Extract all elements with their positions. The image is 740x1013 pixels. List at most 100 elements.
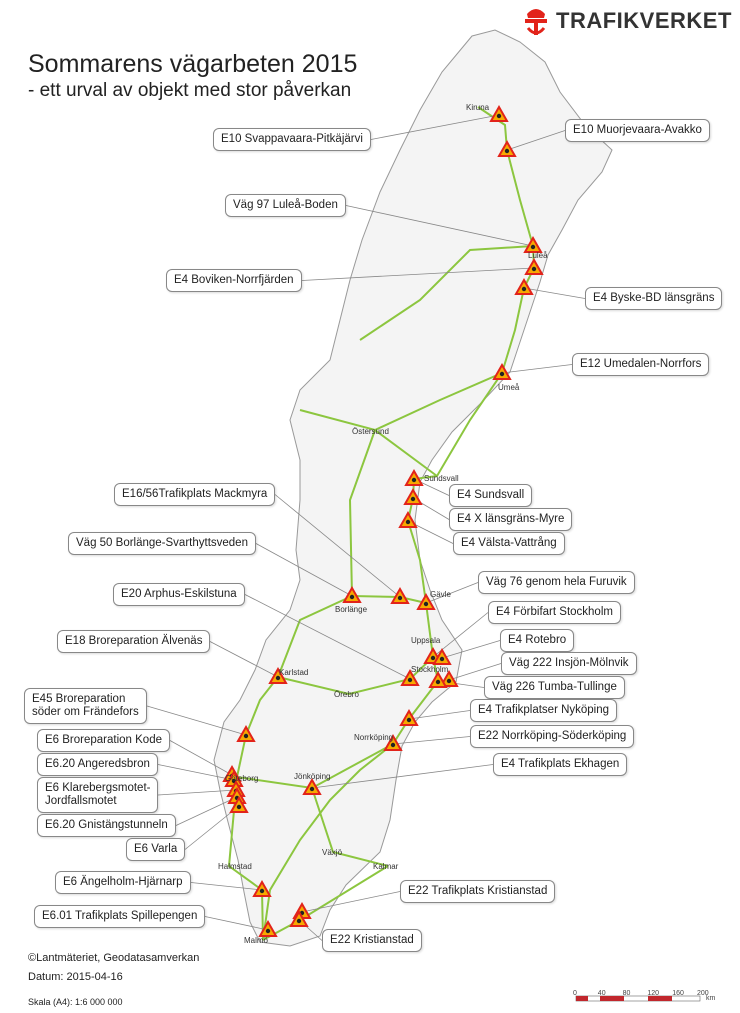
roadwork-warning-icon[interactable] bbox=[236, 724, 256, 742]
city-label: Gävle bbox=[430, 590, 451, 599]
roadwork-markers bbox=[222, 104, 544, 937]
project-label: E4 Boviken-Norrfjärden bbox=[166, 269, 302, 292]
city-label: Umeå bbox=[498, 383, 520, 392]
city-label: Jönköping bbox=[294, 772, 331, 781]
project-label: E18 Broreparation Älvenäs bbox=[57, 630, 211, 653]
city-label: Halmstad bbox=[218, 862, 252, 871]
roadwork-warning-icon[interactable] bbox=[398, 510, 418, 528]
project-label: E4 Sundsvall bbox=[449, 484, 533, 507]
city-label: Göteborg bbox=[225, 774, 259, 783]
leader-line bbox=[501, 364, 573, 374]
roadwork-warning-icon[interactable] bbox=[229, 795, 249, 813]
project-label: Väg 222 Insjön-Mölnvik bbox=[501, 652, 637, 675]
scalebar bbox=[575, 995, 701, 1002]
city-label: Norrköping bbox=[354, 733, 394, 742]
roadwork-warning-icon[interactable] bbox=[403, 487, 423, 505]
roadwork-warning-icon[interactable] bbox=[302, 777, 322, 795]
leader-line bbox=[425, 582, 479, 604]
roadwork-warning-icon[interactable] bbox=[400, 668, 420, 686]
project-label: Väg 226 Tumba-Tullinge bbox=[484, 676, 625, 699]
project-label: E4 Byske-BD länsgräns bbox=[585, 287, 723, 310]
city-label: Örebro bbox=[334, 690, 359, 699]
project-label: E10 Svappavaara-Pitkäjärvi bbox=[213, 128, 371, 151]
leader-line bbox=[301, 267, 535, 281]
project-label: E20 Arphus-Eskilstuna bbox=[113, 583, 245, 606]
project-label: E22 Norrköping-Söderköping bbox=[470, 725, 635, 748]
leader-line bbox=[345, 205, 534, 247]
roadwork-warning-icon[interactable] bbox=[399, 708, 419, 726]
scale-text: Skala (A4): 1:6 000 000 bbox=[28, 997, 123, 1007]
project-label: E10 Muorjevaara-Avakko bbox=[565, 119, 710, 142]
leader-line bbox=[204, 916, 269, 931]
roadwork-warning-icon[interactable] bbox=[439, 669, 459, 687]
leader-line bbox=[506, 130, 566, 151]
roadwork-warning-icon[interactable] bbox=[289, 909, 309, 927]
scale-tick: 40 bbox=[597, 990, 606, 997]
roadwork-warning-icon[interactable] bbox=[524, 257, 544, 275]
project-label: E6 Klarebergsmotet-Jordfallsmotet bbox=[37, 777, 159, 813]
project-label: E12 Umedalen-Norrfors bbox=[572, 353, 710, 376]
roadwork-warning-icon[interactable] bbox=[497, 139, 517, 157]
leader-line bbox=[157, 764, 235, 781]
scale-tick: 160 bbox=[672, 990, 684, 997]
roadwork-warning-icon[interactable] bbox=[342, 585, 362, 603]
leader-line bbox=[255, 543, 353, 597]
leader-line bbox=[448, 663, 502, 681]
roadwork-warning-icon[interactable] bbox=[252, 879, 272, 897]
leader-line bbox=[146, 705, 247, 736]
leader-line bbox=[408, 710, 471, 720]
roadwork-warning-icon[interactable] bbox=[383, 733, 403, 751]
project-label: E4 X länsgräns-Myre bbox=[449, 508, 573, 531]
leader-line bbox=[441, 640, 501, 659]
roadwork-warning-icon[interactable] bbox=[523, 235, 543, 253]
leader-line bbox=[184, 805, 240, 850]
roadwork-warning-icon[interactable] bbox=[268, 666, 288, 684]
project-label: E4 Trafikplats Ekhagen bbox=[493, 753, 628, 776]
leader-line bbox=[244, 594, 411, 680]
city-label: Luleå bbox=[528, 251, 548, 260]
leader-line bbox=[157, 789, 237, 796]
roadwork-warning-icon[interactable] bbox=[404, 468, 424, 486]
project-label: E22 Trafikplats Kristianstad bbox=[400, 880, 556, 903]
project-label: Väg 50 Borlänge-Svarthyttsveden bbox=[68, 532, 256, 555]
city-label: Östersund bbox=[352, 427, 389, 436]
roadwork-warning-icon[interactable] bbox=[514, 277, 534, 295]
roadwork-warning-icon[interactable] bbox=[432, 647, 452, 665]
trafikverket-logo: TRAFIKVERKET bbox=[522, 4, 732, 38]
city-label: Uppsala bbox=[411, 636, 441, 645]
leader-line bbox=[311, 764, 494, 789]
project-label: E6 Ängelholm-Hjärnarp bbox=[55, 871, 191, 894]
project-label: E6 Varla bbox=[126, 838, 186, 861]
roadwork-warning-icon[interactable] bbox=[416, 592, 436, 610]
roadwork-warning-icon[interactable] bbox=[390, 586, 410, 604]
city-label: Växjö bbox=[322, 848, 343, 857]
project-label: E6.20 Angeredsbron bbox=[37, 753, 158, 776]
city-label: Kiruna bbox=[466, 103, 490, 112]
roadwork-warning-icon[interactable] bbox=[492, 362, 512, 380]
crown-logo-icon bbox=[525, 9, 547, 35]
brand-name: TRAFIKVERKET bbox=[556, 8, 732, 33]
city-label: Borlänge bbox=[335, 605, 368, 614]
leader-line bbox=[370, 114, 500, 140]
roadwork-warning-icon[interactable] bbox=[489, 104, 509, 122]
leader-line bbox=[169, 740, 233, 776]
leader-line bbox=[175, 796, 238, 826]
scale-tick: 120 bbox=[647, 990, 660, 997]
leader-line bbox=[523, 287, 586, 299]
leader-line bbox=[209, 641, 279, 678]
project-label: E22 Kristianstad bbox=[322, 929, 422, 952]
city-label: Malmö bbox=[244, 936, 269, 945]
scale-tick: 200 bbox=[697, 990, 709, 997]
city-label: Stockholm bbox=[411, 665, 449, 674]
project-label: E6 Broreparation Kode bbox=[37, 729, 170, 752]
project-label: E4 Trafikplatser Nyköping bbox=[470, 699, 618, 722]
project-label: E16/56Trafikplats Mackmyra bbox=[114, 483, 276, 506]
roadwork-warning-icon[interactable] bbox=[428, 670, 448, 688]
city-label: Sundsvall bbox=[424, 474, 459, 483]
project-label: E4 Rotebro bbox=[500, 629, 575, 652]
leader-line bbox=[274, 494, 401, 598]
scale-unit: km bbox=[706, 995, 716, 1002]
roadwork-warning-icon[interactable] bbox=[258, 919, 278, 937]
